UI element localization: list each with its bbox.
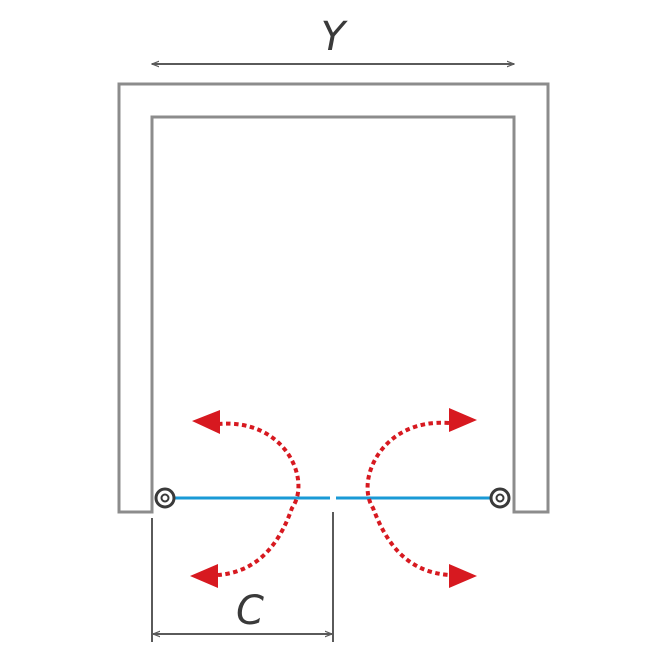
right-hinge-icon [489,487,511,509]
enclosure-frame [117,82,550,514]
left-hinge-icon [154,487,176,509]
width-dimension-label: Y [321,14,349,60]
left-door-swing-arrow-icon [190,410,301,588]
door-dimension: C [151,512,334,642]
width-dimension: Y [152,14,514,64]
right-door-swing-arrow-icon [365,408,477,588]
door-dimension-label: C [236,588,264,634]
